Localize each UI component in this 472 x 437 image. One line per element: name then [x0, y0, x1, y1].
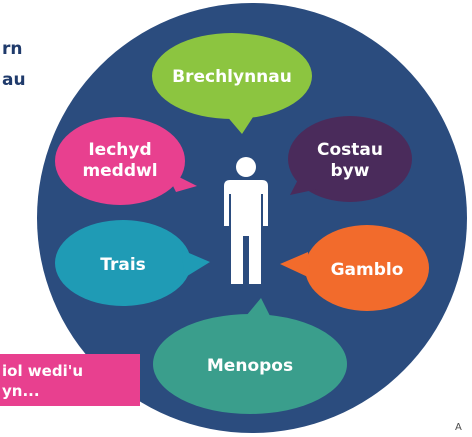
bubble-label-byw: byw — [331, 161, 370, 181]
bubble-menopos: Menopos — [153, 298, 347, 414]
pink-caption-line-1: iol wedi'u — [2, 362, 83, 380]
cropped-text-fragment-1: rn — [2, 39, 23, 59]
bubble-trais: Trais — [55, 220, 210, 306]
bubble-label-meddwl: meddwl — [82, 161, 157, 181]
bubble-label-brechlynnau: Brechlynnau — [172, 67, 292, 87]
bubble-label-iechyd: Iechyd — [88, 140, 151, 160]
pink-caption-box: iol wedi'u yn... — [0, 354, 140, 406]
bubble-label-menopos: Menopos — [207, 356, 293, 376]
pink-caption-line-2: yn... — [2, 382, 40, 400]
bubble-label-trais: Trais — [100, 255, 146, 275]
bubble-brechlynnau: Brechlynnau — [152, 33, 312, 134]
bubble-label-gamblo: Gamblo — [331, 260, 404, 280]
bubble-gamblo: Gamblo — [280, 225, 429, 311]
bubble-costau-byw: Costau byw — [288, 116, 412, 202]
bubble-label-costau: Costau — [317, 140, 383, 160]
cropped-text-fragment-2: au — [2, 70, 26, 90]
corner-text-fragment: A — [455, 422, 462, 433]
bubble-iechyd-meddwl: Iechyd meddwl — [55, 117, 197, 205]
person-icon — [224, 157, 268, 284]
